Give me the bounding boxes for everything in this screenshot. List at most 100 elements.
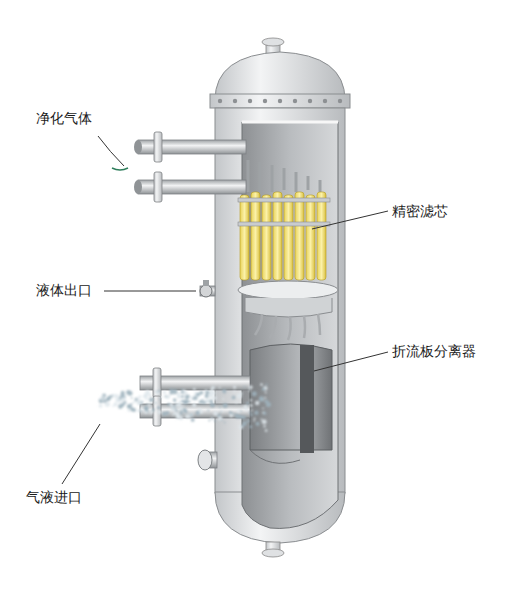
mist-droplet xyxy=(266,402,271,407)
mist-droplet xyxy=(237,393,242,398)
mist-droplet xyxy=(265,392,267,394)
mist-droplet xyxy=(254,418,256,420)
mist-droplet xyxy=(185,414,190,419)
mist-droplet xyxy=(262,407,264,409)
mist-droplet xyxy=(211,417,213,419)
mist-droplet xyxy=(244,386,246,388)
mist-droplet xyxy=(181,395,184,398)
part-label: 净化气体 xyxy=(36,110,92,127)
mist-droplet xyxy=(179,411,183,415)
mist-droplet xyxy=(100,396,104,400)
mist-droplet xyxy=(260,383,263,386)
mist-droplet xyxy=(212,396,216,400)
part-label: 气液进口 xyxy=(26,489,82,506)
mist-droplet xyxy=(229,414,233,418)
mist-droplet xyxy=(229,411,232,414)
mist-droplet xyxy=(210,403,215,408)
mist-droplet xyxy=(149,395,151,397)
mist-droplet xyxy=(176,414,180,418)
mist-droplet xyxy=(246,402,249,405)
mist-droplet xyxy=(108,395,111,398)
mist-droplet xyxy=(251,409,253,411)
mist-droplet xyxy=(172,414,174,416)
mist-droplet xyxy=(233,386,236,389)
mist-droplet xyxy=(155,402,157,404)
mist-droplet xyxy=(259,398,263,402)
mist-droplet xyxy=(208,393,213,398)
mist-droplet xyxy=(242,421,247,426)
mist-droplet xyxy=(157,410,161,414)
mist-droplet xyxy=(249,390,251,392)
mist-droplet xyxy=(114,394,118,398)
mist-droplet xyxy=(158,390,161,393)
mist-droplet xyxy=(220,411,222,413)
mist-droplet xyxy=(175,409,178,412)
mist-droplet xyxy=(177,395,179,397)
mist-droplet xyxy=(157,406,161,410)
mist-droplet xyxy=(249,385,253,389)
mist-droplet xyxy=(173,398,177,402)
mist-droplet xyxy=(178,403,182,407)
mist-droplet xyxy=(182,405,184,407)
mist-droplet xyxy=(253,420,255,422)
mist-droplet xyxy=(119,403,124,408)
mist-droplet xyxy=(169,388,173,392)
mist-droplet xyxy=(146,398,149,401)
mist-droplet xyxy=(250,399,252,401)
mist-droplet xyxy=(105,402,110,407)
mist-droplet xyxy=(256,422,260,426)
mist-droplet xyxy=(127,409,130,412)
mist-droplet xyxy=(262,419,267,424)
mist-droplet xyxy=(205,399,210,404)
mist-droplet xyxy=(247,420,250,423)
mist-droplet xyxy=(199,402,201,404)
mist-droplet xyxy=(263,425,265,427)
mist-droplet xyxy=(252,391,257,396)
mist-droplet xyxy=(175,404,177,406)
mist-droplet xyxy=(193,388,196,391)
mist-droplet xyxy=(233,391,235,393)
mist-droplet xyxy=(211,417,213,419)
mist-droplet xyxy=(144,406,149,411)
mist-droplet xyxy=(133,401,136,404)
mist-droplet xyxy=(137,399,142,404)
mist-droplet xyxy=(137,409,140,412)
mist-droplet xyxy=(261,418,263,420)
mist-droplet xyxy=(182,400,185,403)
mist-droplet xyxy=(184,410,188,414)
mist-droplet xyxy=(165,411,169,415)
mist-droplet xyxy=(112,394,114,396)
mist-droplet xyxy=(131,397,133,399)
mist-droplet xyxy=(191,418,195,422)
mist-droplet xyxy=(126,390,131,395)
mist-droplet xyxy=(223,403,228,408)
mist-droplet xyxy=(259,396,264,401)
mist-droplet xyxy=(144,407,149,412)
mist-droplet xyxy=(266,405,268,407)
mist-droplet xyxy=(250,404,253,407)
mist-droplet xyxy=(118,404,123,409)
mist-droplet xyxy=(237,409,241,413)
mist-droplet xyxy=(99,404,103,408)
mist-droplet xyxy=(219,406,221,408)
mist-droplet xyxy=(199,410,203,414)
mist-droplet xyxy=(163,391,166,394)
mist-droplet xyxy=(181,391,184,394)
mist-droplet xyxy=(148,403,152,407)
mist-droplet xyxy=(190,396,193,399)
mist-droplet xyxy=(214,420,216,422)
mist-droplet xyxy=(205,392,207,394)
mist-droplet xyxy=(179,407,182,410)
mist-droplet xyxy=(243,405,247,409)
mist-droplet xyxy=(235,402,237,404)
mist-droplet xyxy=(190,414,193,417)
mist-droplet xyxy=(138,395,141,398)
mist-droplet xyxy=(159,398,161,400)
mist-droplet xyxy=(181,388,183,390)
mist-droplet xyxy=(224,422,226,424)
mist-droplet xyxy=(112,405,114,407)
mist-droplet xyxy=(222,389,226,393)
mist-droplet xyxy=(240,410,242,412)
